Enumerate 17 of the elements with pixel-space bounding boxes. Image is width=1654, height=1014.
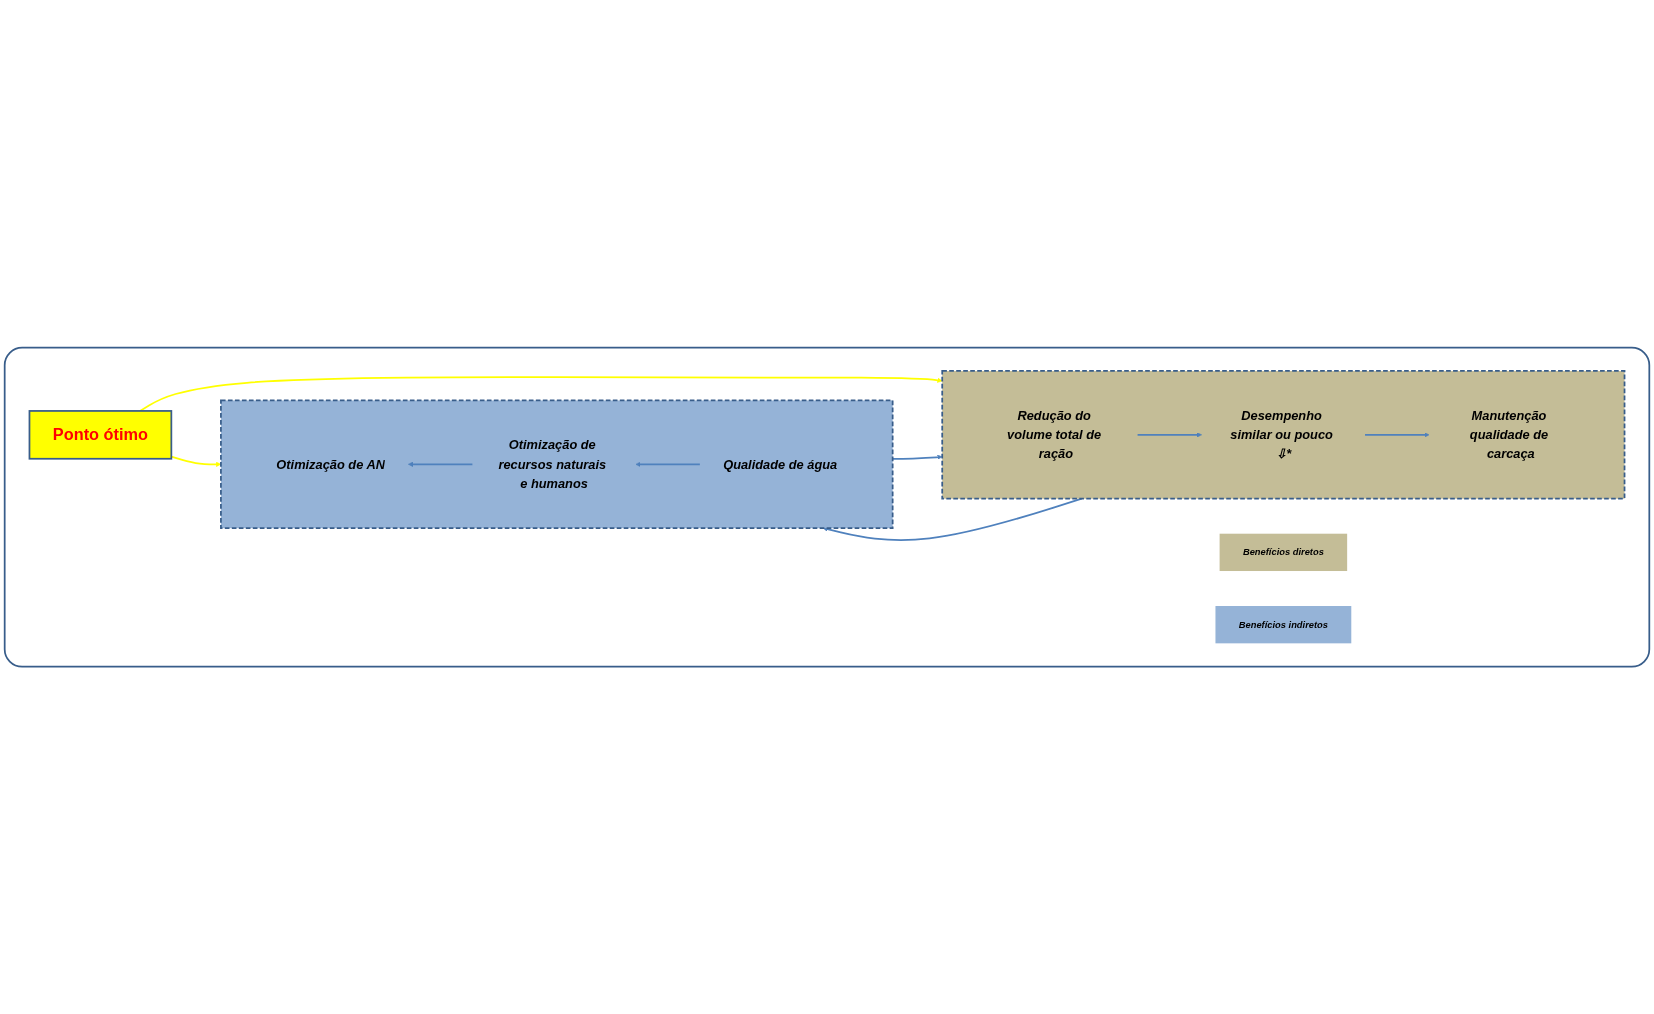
cluster [3, 346, 1651, 668]
node-box: Benefícios indiretos [1215, 605, 1352, 644]
node-text: Qualidade de água [723, 456, 838, 472]
cluster [941, 369, 1626, 500]
node-text: Desempenho similar ou pouco ⇩* [1230, 408, 1333, 462]
arrow [408, 461, 474, 467]
node-text: Redução do volume total de ração [1007, 408, 1102, 462]
arrow [139, 376, 943, 412]
node-box: Ponto ótimo [28, 409, 173, 460]
node-text: Otimização de recursos naturais e humanos [498, 437, 607, 491]
node-text: Otimização de AN [276, 456, 385, 472]
arrow [1136, 432, 1202, 438]
node-box: Benefícios diretos [1219, 533, 1348, 571]
cluster [220, 399, 894, 529]
arrow [635, 461, 701, 467]
node-text: Manutenção qualidade de carcaça [1469, 408, 1549, 462]
arrow [1364, 432, 1430, 438]
